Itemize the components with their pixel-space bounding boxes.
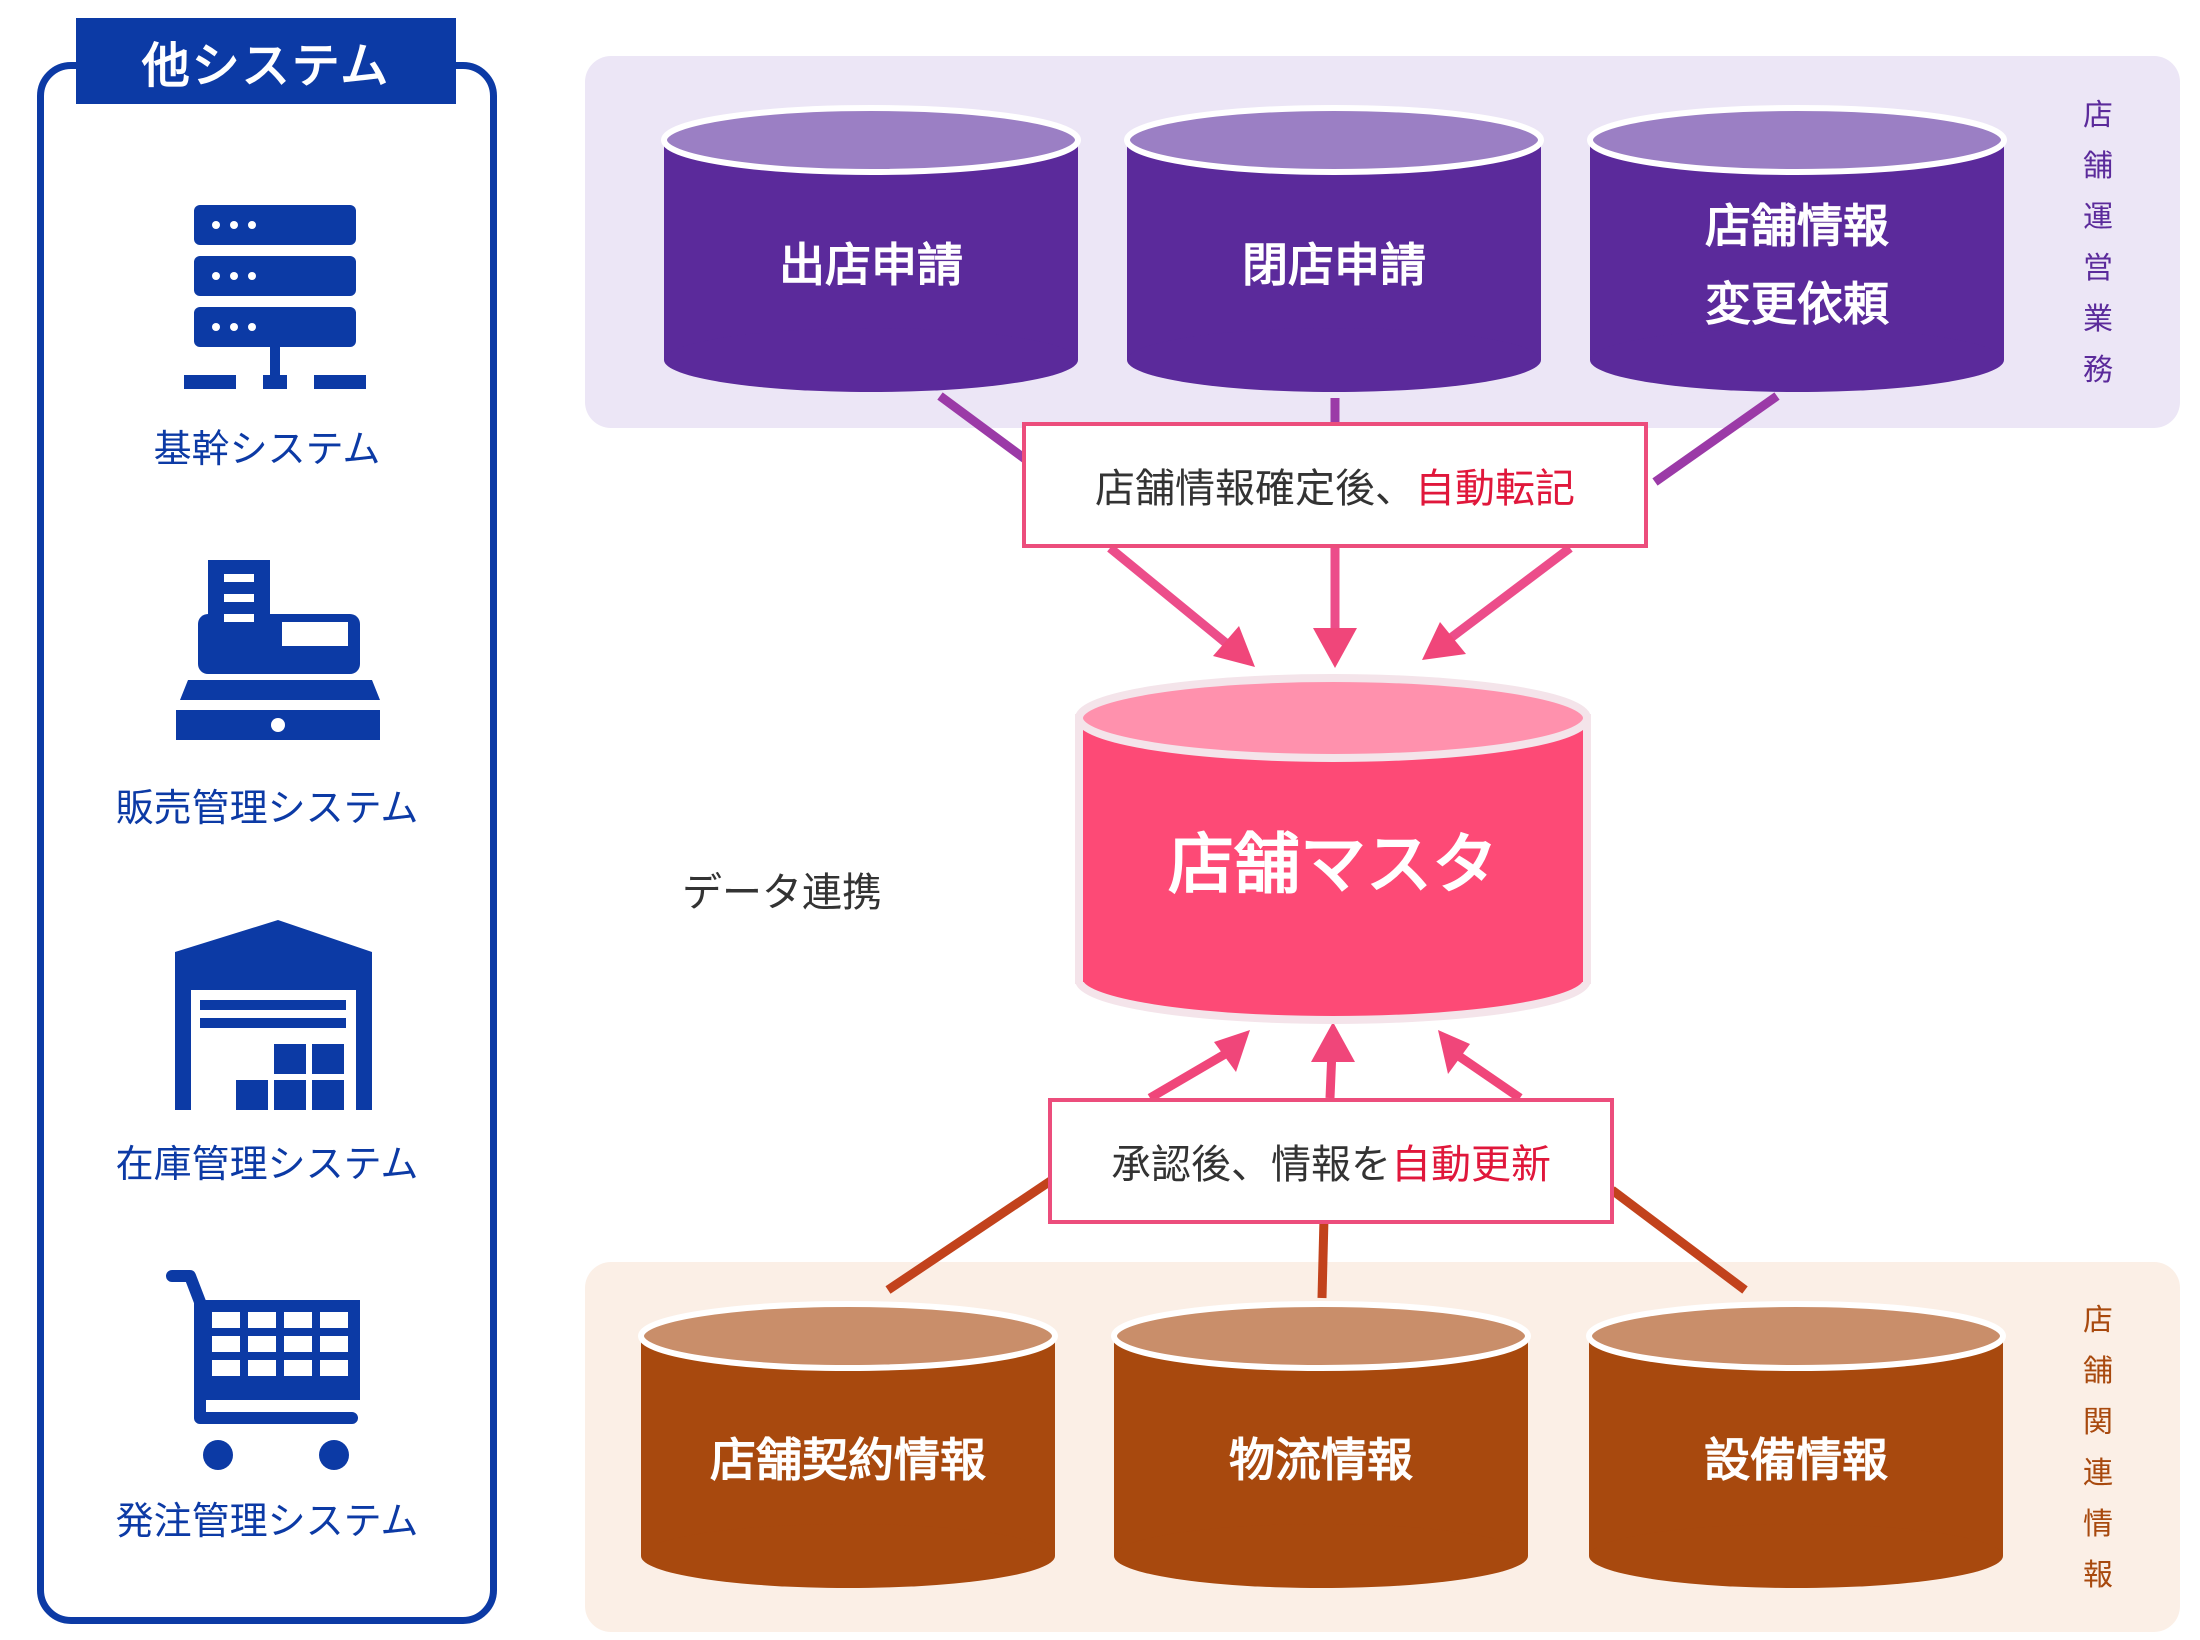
- auto-update-callout: 承認後、情報を自動更新: [1048, 1098, 1614, 1224]
- db-store-master: [1075, 674, 1591, 1024]
- store-master-label: 店舗マスタ: [1168, 826, 1498, 903]
- db-label-logistics: 物流情報: [1229, 1433, 1413, 1487]
- system-label-sales: 販売管理システム: [115, 786, 419, 830]
- db-label-equipment: 設備情報: [1704, 1433, 1888, 1487]
- other-systems-title: 他システム: [76, 18, 456, 104]
- system-label-ordering: 発注管理システム: [115, 1499, 419, 1543]
- db-equipment: [1586, 1301, 2006, 1588]
- system-label-core: 基幹システム: [153, 427, 381, 471]
- data-link-label: データ連携: [682, 870, 882, 916]
- db-logistics: [1111, 1301, 1531, 1588]
- db-closure-application: [1124, 105, 1544, 392]
- server-icon: [184, 205, 366, 389]
- warehouse-icon: [175, 920, 372, 1110]
- auto-transfer-callout: 店舗情報確定後、自動転記: [1022, 422, 1648, 548]
- ops-arrowheads: [1213, 622, 1466, 668]
- store-operations-label: 店 舗 運 営 業 務: [2083, 98, 2113, 388]
- ops-to-master-connectors: [937, 392, 1780, 652]
- system-label-inventory: 在庫管理システム: [115, 1142, 419, 1186]
- related-to-master-connectors: [885, 1046, 1748, 1299]
- db-store-info-change: [1587, 105, 2007, 392]
- shopping-cart-icon: [166, 1270, 360, 1470]
- store-related-label: 店 舗 関 連 情 報: [2083, 1303, 2113, 1593]
- db-store-contract: [638, 1301, 1058, 1588]
- db-label-closure-application: 閉店申請: [1242, 238, 1426, 292]
- db-label-store-contract: 店舗契約情報: [710, 1433, 986, 1487]
- db-outlet-application: [661, 105, 1081, 392]
- cash-register-icon: [176, 560, 380, 740]
- db-label-outlet-application: 出店申請: [779, 238, 963, 292]
- db-label-store-info-change: 店舗情報 変更依頼: [1705, 199, 1889, 331]
- related-arrowheads: [1214, 1022, 1470, 1074]
